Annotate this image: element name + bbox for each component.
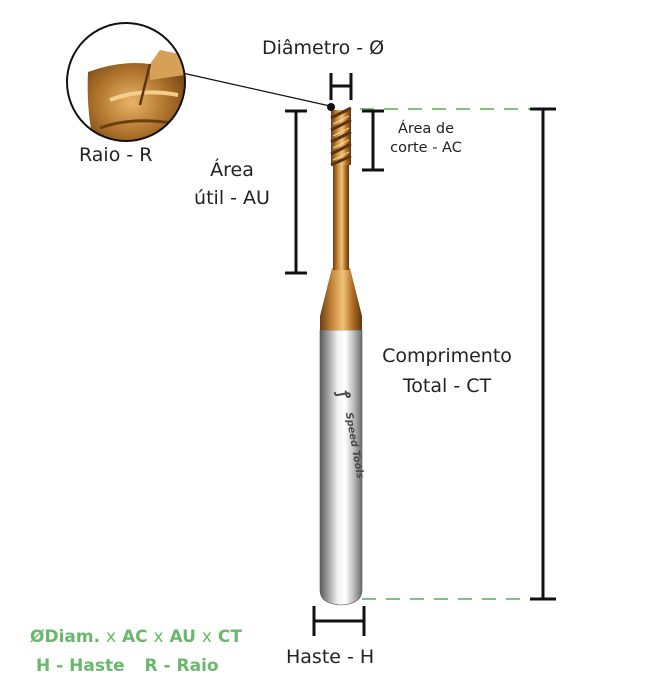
legend-diam: ØDiam. xyxy=(30,627,101,647)
flute-highlight xyxy=(332,115,350,161)
radius-zoom-detail xyxy=(66,22,186,142)
area-corte-label: Área de corte - AC xyxy=(376,120,476,158)
diameter-dimension xyxy=(329,73,353,100)
collar-band xyxy=(320,316,362,330)
area-corte-bracket xyxy=(362,109,384,172)
raio-label: Raio - R xyxy=(79,144,153,166)
end-mill-tool xyxy=(319,106,363,606)
legend-sep: x xyxy=(105,627,117,647)
legend-raio: R - Raio xyxy=(144,656,219,676)
area-util-bracket xyxy=(285,109,307,275)
legend-ac: AC xyxy=(121,627,148,647)
radius-leader-line xyxy=(177,71,331,107)
comprimento-total-label-line2: Total - CT xyxy=(402,375,492,397)
comprimento-total-label-line1: Comprimento xyxy=(382,345,512,367)
neck-taper xyxy=(320,268,362,330)
haste-dimension xyxy=(312,606,366,636)
legend-haste: H - Haste xyxy=(36,656,125,676)
area-util-label-line2: útil - AU xyxy=(194,187,270,209)
legend-sep: x xyxy=(153,627,164,647)
shank xyxy=(319,329,363,606)
area-util-label: Área útil - AU xyxy=(178,156,286,212)
diametro-label: Diâmetro - Ø xyxy=(262,37,385,59)
legend-ct: CT xyxy=(217,627,242,647)
legend-line-2: H - Haste R - Raio xyxy=(36,656,219,676)
legend-sep: x xyxy=(201,627,212,647)
brand-logo-mark: ꝭ xyxy=(333,388,354,400)
flute-helix xyxy=(330,106,352,167)
comprimento-total-label: Comprimento Total - CT xyxy=(364,341,530,401)
legend-au: AU xyxy=(169,627,196,647)
radius-point xyxy=(327,103,335,111)
tool-neck xyxy=(333,160,349,270)
comprimento-total-bracket xyxy=(530,107,556,601)
area-corte-label-line2: corte - AC xyxy=(390,140,462,156)
area-corte-label-line1: Área de xyxy=(397,121,455,137)
area-util-label-line1: Área xyxy=(210,159,254,181)
legend-line-1: ØDiam. x AC x AU x CT xyxy=(30,627,242,647)
haste-label: Haste - H xyxy=(286,646,375,668)
